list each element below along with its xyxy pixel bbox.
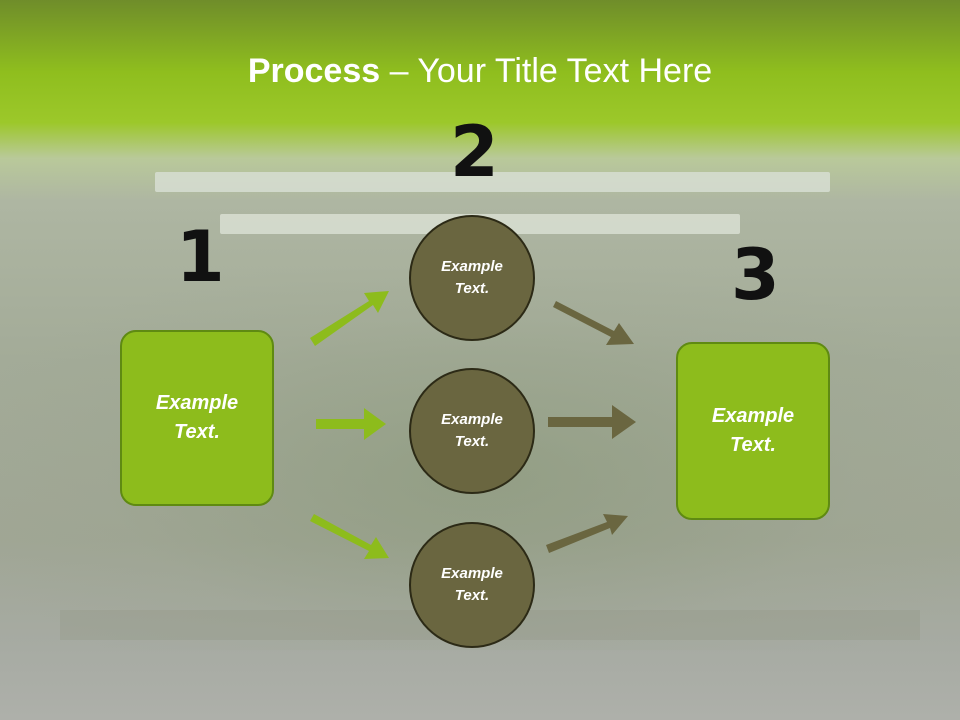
arrow-left-to-middle [316,408,386,440]
arrow-top-to-right [553,301,634,345]
arrow-bottom-to-right [546,514,628,553]
green-arrows [310,291,389,559]
dark-arrows [546,301,636,553]
step-number-1: 1 [176,216,225,298]
step-3-box[interactable]: Example Text. [676,342,830,520]
aquarium-lamp [155,172,830,192]
step-number-2: 2 [450,111,499,193]
slide-title[interactable]: Process – Your Title Text Here [247,52,713,90]
step-number-3: 3 [731,234,780,316]
arrow-middle-to-right [548,405,636,439]
step-2-circle-bottom[interactable]: Example Text. [409,522,535,648]
step-1-box[interactable]: Example Text. [120,330,274,506]
step-2-circle-top[interactable]: Example Text. [409,215,535,341]
arrow-left-to-top [310,291,389,346]
arrow-left-to-bottom [310,514,389,559]
step-2-circle-middle[interactable]: Example Text. [409,368,535,494]
